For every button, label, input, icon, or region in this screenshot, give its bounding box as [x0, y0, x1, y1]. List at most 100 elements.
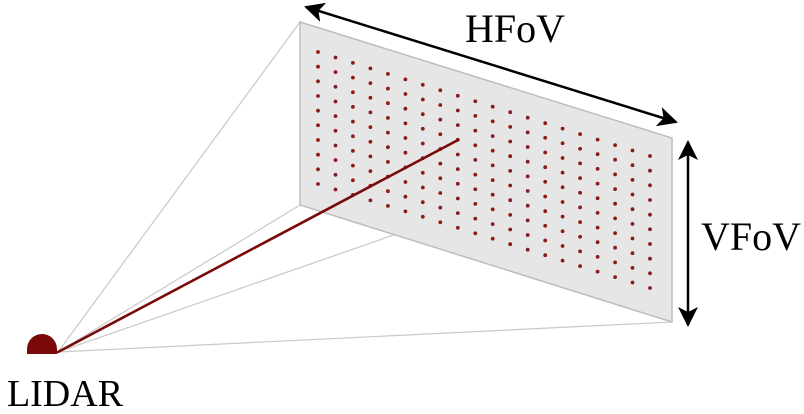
lidar-point — [508, 213, 513, 217]
lidar-point — [560, 214, 565, 219]
lidar-point — [386, 189, 390, 194]
lidar-point — [316, 94, 320, 98]
lidar-point — [613, 275, 617, 279]
lidar-point — [613, 143, 617, 148]
lidar-point — [420, 141, 425, 146]
lidar-point — [578, 205, 582, 210]
lidar-point — [560, 185, 565, 190]
lidar-point — [386, 116, 390, 120]
lidar-point — [490, 207, 495, 212]
lidar-point — [630, 148, 635, 153]
lidar-point — [490, 163, 495, 168]
lidar-point — [525, 115, 530, 120]
lidar-point — [613, 231, 617, 236]
lidar-point — [420, 200, 425, 205]
lidar-point — [543, 135, 548, 140]
lidar-point — [595, 196, 600, 201]
lidar-point — [438, 191, 443, 195]
lidar-point — [595, 225, 600, 230]
lidar-point — [648, 286, 652, 290]
lidar-point — [351, 105, 355, 109]
lidar-point — [403, 121, 408, 126]
lidar-point — [455, 108, 460, 113]
lidar-point — [648, 212, 652, 217]
lidar-point — [368, 169, 373, 174]
lidar-point — [351, 178, 355, 183]
lidar-point — [508, 110, 513, 115]
lidar-point — [630, 266, 635, 270]
lidar-point — [613, 201, 617, 206]
lidar-point — [613, 187, 617, 192]
lidar-point — [420, 214, 425, 219]
lidar-sensor-icon — [27, 334, 57, 354]
lidar-point — [525, 145, 530, 149]
lidar-point — [351, 75, 355, 80]
lidar-point — [333, 128, 338, 133]
lidar-point — [578, 264, 582, 268]
lidar-point — [543, 165, 548, 170]
lidar-point — [316, 64, 320, 69]
hfov-arrow — [304, 2, 678, 127]
lidar-point — [630, 222, 635, 226]
lidar-point — [508, 227, 513, 232]
lidar-point — [403, 194, 408, 199]
lidar-point — [368, 95, 373, 100]
lidar-point — [648, 198, 652, 202]
lidar-point — [333, 114, 338, 118]
lidar-point — [420, 97, 425, 102]
lidar-point — [508, 125, 513, 129]
lidar-point — [386, 145, 390, 150]
lidar-point — [316, 167, 320, 172]
lidar-point — [543, 121, 548, 126]
lidar-point — [438, 161, 443, 166]
lidar-point — [595, 269, 600, 274]
frustum-line-bottom-right — [57, 321, 673, 353]
lidar-point — [403, 150, 408, 155]
lidar-point — [438, 176, 443, 181]
lidar-point — [455, 93, 460, 98]
lidar-point — [630, 192, 635, 197]
lidar-point — [368, 125, 373, 129]
lidar-point — [543, 194, 548, 199]
lidar-point — [543, 209, 548, 214]
lidar-point — [508, 139, 513, 144]
lidar-point — [508, 154, 513, 159]
lidar-point — [386, 204, 390, 208]
lidar-point — [351, 134, 355, 139]
lidar-point — [316, 152, 320, 157]
lidar-point — [473, 231, 478, 236]
lidar-point — [525, 174, 530, 179]
lidar-point — [595, 152, 600, 157]
lidar-point — [420, 82, 425, 87]
lidar-point — [560, 258, 565, 263]
lidar-point — [368, 110, 373, 115]
lidar-point — [368, 154, 373, 159]
lidar-point — [473, 128, 478, 133]
lidar-point — [403, 77, 408, 82]
lidar-point — [438, 220, 443, 225]
lidar-point — [525, 130, 530, 135]
lidar-point — [613, 172, 617, 177]
lidar-point — [508, 183, 513, 188]
lidar-point — [595, 211, 600, 215]
lidar-point — [560, 229, 565, 234]
frustum-line-bottom-left — [57, 204, 301, 353]
lidar-point — [543, 253, 548, 258]
lidar-point — [560, 170, 565, 175]
lidar-point — [560, 156, 565, 160]
lidar-point — [438, 117, 443, 122]
lidar-point — [455, 225, 460, 230]
lidar-point — [333, 84, 338, 89]
lidar-point — [630, 163, 635, 168]
laser-beam — [56, 138, 460, 354]
lidar-point — [403, 180, 408, 184]
lidar-point — [648, 271, 652, 276]
lidar-point — [473, 143, 478, 148]
lidar-point — [560, 126, 565, 131]
lidar-point — [368, 81, 373, 85]
lidar-point — [473, 99, 478, 104]
lidar-point — [578, 234, 582, 239]
vfov-label: VFoV — [701, 214, 801, 259]
lidar-point — [490, 148, 495, 153]
lidar-point — [368, 139, 373, 144]
